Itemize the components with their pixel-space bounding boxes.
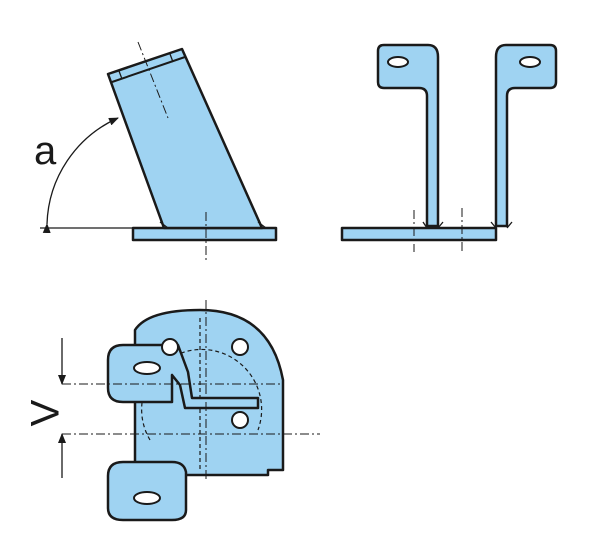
inclined-tube [106,47,264,230]
offset-label: V [24,399,68,426]
lower-tab-slot [133,491,161,505]
hidden-circle-path [141,348,263,441]
base-plate [131,226,278,242]
angle-dimension-arc [42,117,119,234]
upper-tab-slot [133,361,161,375]
upper-bracket-tab [106,343,260,410]
mount-hole-1 [161,338,179,356]
weld-fillet [159,221,267,229]
base-rail [340,226,498,242]
angled-bracket-side-view: a [34,41,278,260]
mount-hole-2 [231,338,249,356]
left-upright-slot [387,56,409,68]
right-weld [490,221,513,229]
left-upright [376,43,440,228]
right-upright-slot [519,56,541,68]
left-weld [422,221,444,229]
right-upright [494,43,558,228]
tube-axis-centerline [137,41,169,119]
twin-bracket-front-view [340,43,558,254]
mount-hole-3 [231,411,249,429]
angle-label: a [34,129,57,173]
bracket-plan-view: V [24,300,320,522]
